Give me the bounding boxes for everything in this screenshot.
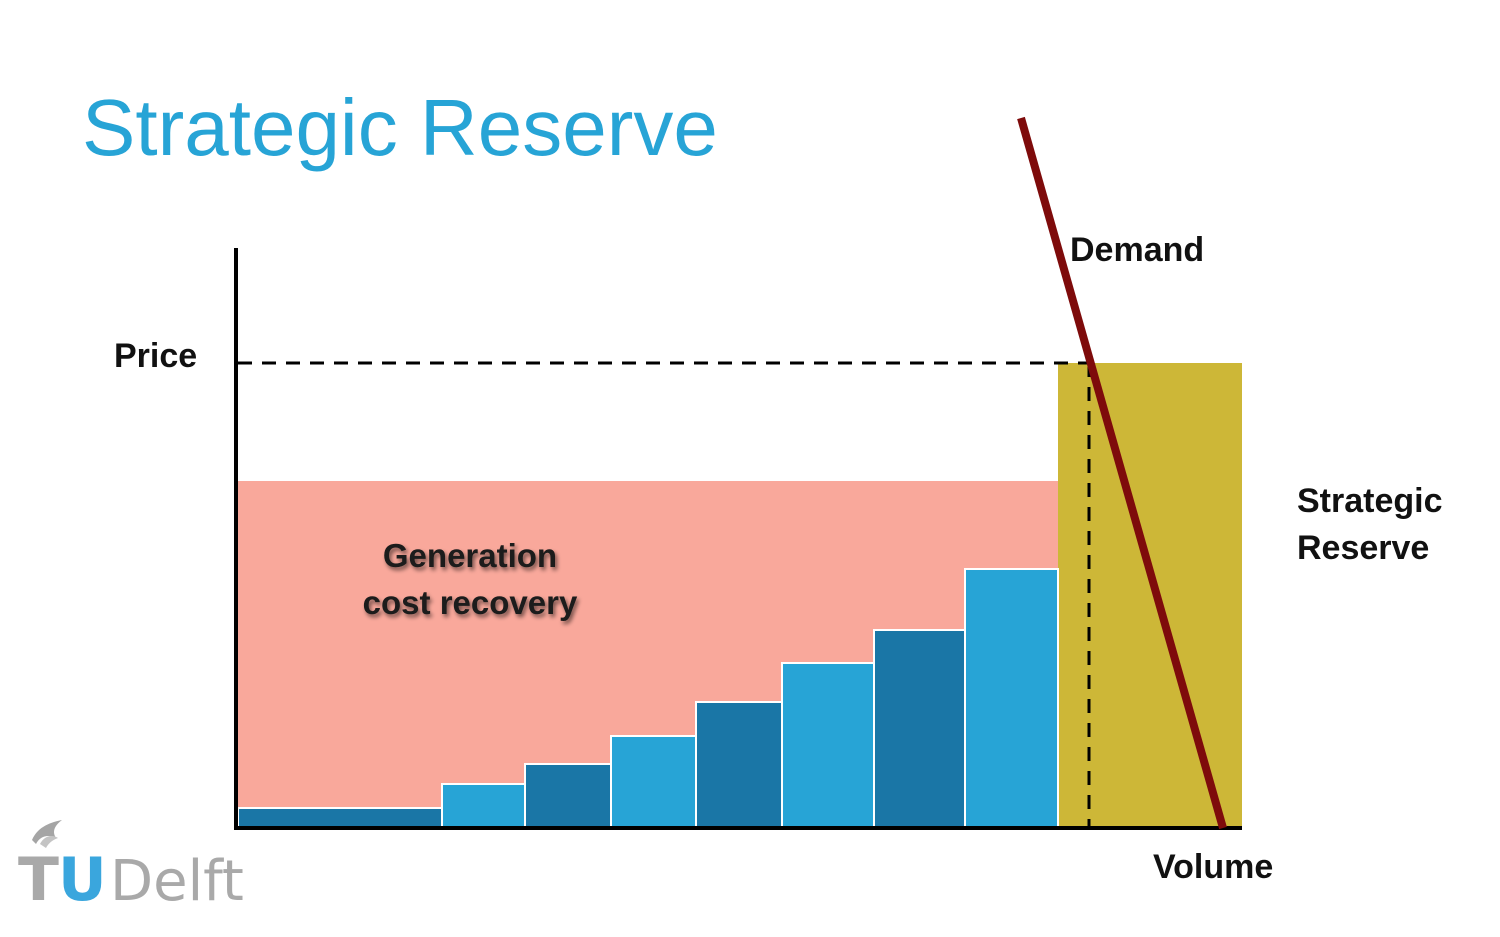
logo-letter-t: T	[18, 845, 59, 910]
tudelft-logo: T U Delft	[18, 820, 244, 910]
strategic-reserve-block	[1058, 363, 1242, 827]
supply-step	[781, 662, 875, 828]
demand-curve	[1017, 116, 1227, 830]
generation-label-line1: Generation	[383, 537, 557, 574]
strategic-reserve-label-line1: Strategic	[1297, 482, 1443, 520]
price-label: Price	[114, 337, 197, 375]
generation-label-line2: cost recovery	[363, 584, 578, 621]
flame-icon	[32, 820, 62, 848]
demand-label: Demand	[1070, 231, 1204, 269]
supply-curve	[237, 568, 1059, 828]
volume-label: Volume	[1153, 848, 1273, 886]
slide-title: Strategic Reserve	[82, 83, 718, 172]
supply-step	[237, 807, 443, 828]
supply-step	[610, 735, 697, 828]
strategic-reserve-label-line2: Reserve	[1297, 529, 1429, 567]
supply-step	[964, 568, 1059, 828]
supply-step	[873, 629, 966, 828]
logo-letter-u: U	[58, 845, 107, 910]
supply-step	[695, 701, 783, 828]
logo-word-delft: Delft	[110, 849, 244, 910]
supply-step	[441, 783, 526, 828]
supply-step	[524, 763, 612, 828]
